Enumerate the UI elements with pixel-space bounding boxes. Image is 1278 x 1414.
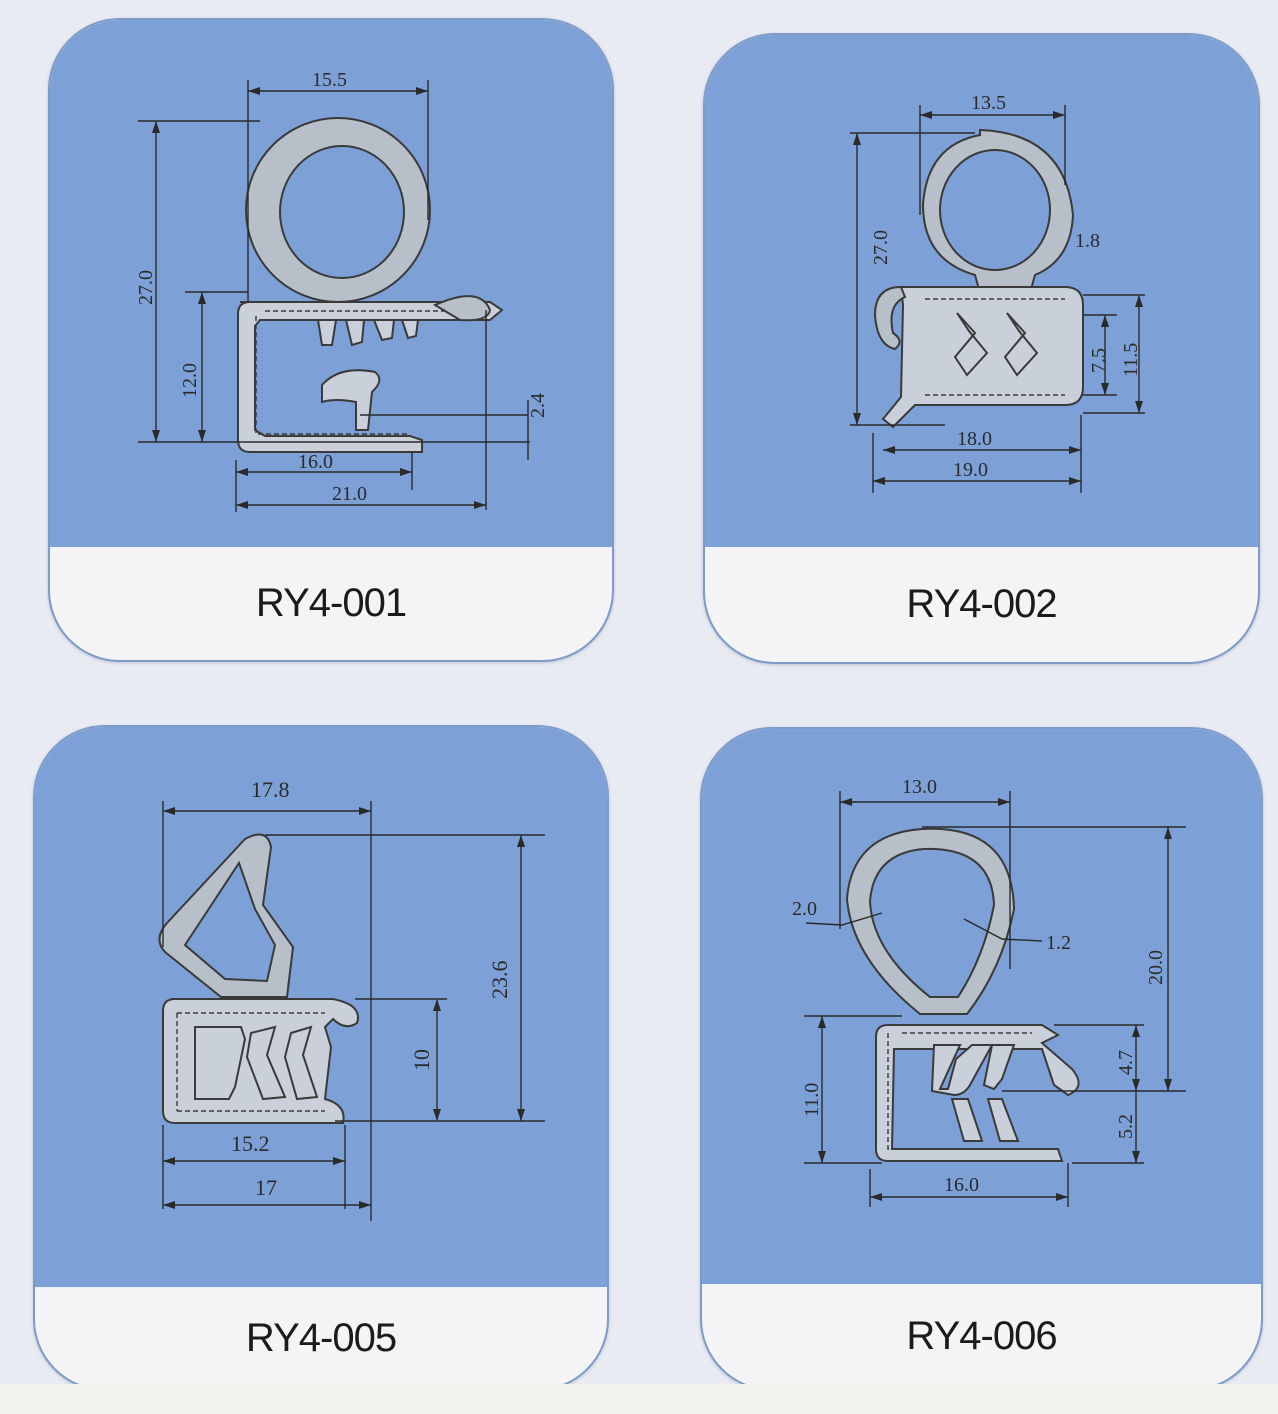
dim-top-width: 17.8	[251, 777, 290, 802]
dim-wall-right: 1.2	[1046, 932, 1071, 954]
product-card-ry4-006: 13.0 2.0 1.2 20.0 11.0 4.7 5.2 16.0 RY4-…	[700, 727, 1263, 1391]
product-card-ry4-001: 15.5 27.0 12.0 2.4 16.0 21.0 RY4-001	[48, 18, 614, 662]
product-card-ry4-002: 13.5 27.0 1.8 7.5 11.5 18.0 19.0 RY4-002	[703, 33, 1260, 664]
dim-gap: 2.4	[527, 393, 549, 418]
dim-top-width: 15.5	[312, 69, 347, 91]
dim-outer-width: 17	[255, 1175, 277, 1200]
dim-total-height: 20.0	[1145, 950, 1167, 985]
dim-outer-width: 19.0	[953, 459, 988, 481]
dim-total-height: 27.0	[870, 230, 892, 265]
dim-lower-height: 10	[409, 1049, 434, 1071]
product-code: RY4-005	[245, 1315, 397, 1360]
dim-upper-gap: 4.7	[1115, 1050, 1137, 1075]
product-code: RY4-002	[906, 582, 1057, 626]
product-code: RY4-001	[255, 581, 407, 625]
dim-outer-width: 21.0	[332, 483, 367, 505]
dim-lower-height: 12.0	[179, 363, 201, 398]
product-card-ry4-005: 17.8 23.6 10 15.2 17 RY4-005	[33, 725, 609, 1391]
dim-inner-width: 15.2	[231, 1131, 270, 1156]
dim-wall: 1.8	[1075, 230, 1100, 252]
seal-profile-diagram: 15.5 27.0 12.0 2.4 16.0 21.0	[50, 20, 612, 547]
seal-profile-diagram: 17.8 23.6 10 15.2 17	[35, 727, 607, 1287]
dim-total-height: 23.6	[487, 961, 512, 1000]
dim-top-width: 13.0	[902, 776, 937, 798]
dim-total-height: 27.0	[135, 270, 157, 305]
dim-top-width: 13.5	[971, 92, 1006, 114]
product-code: RY4-006	[906, 1314, 1057, 1358]
dim-lower-height: 11.0	[801, 1083, 823, 1117]
dim-wall-left: 2.0	[792, 898, 817, 920]
dim-inner-width: 18.0	[957, 428, 992, 450]
dim-width: 16.0	[944, 1174, 979, 1196]
dim-lower-gap: 5.2	[1115, 1114, 1137, 1139]
seal-profile-diagram: 13.0 2.0 1.2 20.0 11.0 4.7 5.2 16.0	[702, 729, 1261, 1284]
dim-lower-height: 11.5	[1120, 343, 1142, 377]
dim-inner-width: 16.0	[298, 451, 333, 473]
dim-inner-height: 7.5	[1088, 348, 1110, 373]
seal-profile-diagram: 13.5 27.0 1.8 7.5 11.5 18.0 19.0	[705, 35, 1258, 547]
page-bottom-edge	[0, 1384, 1278, 1414]
